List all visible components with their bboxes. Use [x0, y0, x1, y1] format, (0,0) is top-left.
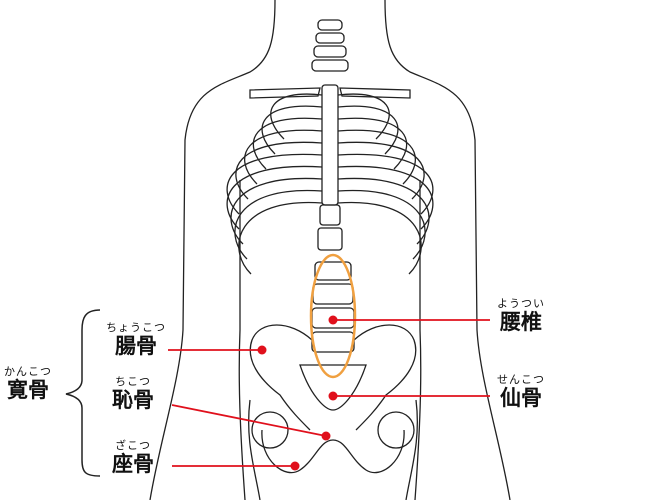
- rib: [234, 189, 323, 260]
- rib: [337, 177, 430, 245]
- label-text: 腸骨: [115, 334, 157, 358]
- label-text: 寛骨: [7, 378, 49, 402]
- label-text: 仙骨: [500, 386, 542, 410]
- rib: [337, 153, 434, 215]
- cervical-spine: [311, 19, 349, 72]
- lumbar-spine: [311, 204, 355, 353]
- label-pubis: ちこつ 恥骨: [112, 375, 154, 413]
- label-ischium: ざこつ 座骨: [112, 439, 154, 477]
- label-sacrum: せんこつ 仙骨: [497, 373, 545, 411]
- rib: [337, 189, 426, 260]
- lumbar-highlight: [309, 253, 357, 379]
- rib: [337, 141, 425, 200]
- label-text: 座骨: [112, 452, 154, 476]
- rib: [252, 117, 323, 170]
- ruby: かんこつ: [4, 365, 52, 378]
- rib: [270, 93, 323, 140]
- pubis-pointer-line: [171, 404, 327, 437]
- rib: [337, 93, 390, 140]
- clavicles: [249, 87, 411, 99]
- label-text: 腰椎: [500, 310, 542, 334]
- ilium-dot: [257, 345, 267, 355]
- ruby: ようつい: [497, 297, 545, 310]
- lumbar-dot: [328, 315, 338, 325]
- ruby: ざこつ: [115, 439, 151, 452]
- pubis-dot: [321, 431, 331, 441]
- label-text: 恥骨: [112, 388, 154, 412]
- thoracic-spine: [321, 84, 339, 206]
- label-hip-bone: かんこつ 寛骨: [4, 365, 52, 403]
- label-lumbar: ようつい 腰椎: [497, 297, 545, 335]
- rib-cage: [226, 93, 434, 275]
- rib: [226, 153, 323, 215]
- brace: [65, 309, 101, 477]
- rib: [230, 177, 323, 245]
- rib: [226, 165, 323, 230]
- rib: [337, 201, 422, 275]
- rib: [238, 201, 323, 275]
- rib: [337, 117, 408, 170]
- body-outline: [149, 0, 511, 500]
- ruby: ちょうこつ: [106, 321, 166, 334]
- ischium-dot: [290, 461, 300, 471]
- pointers: [168, 315, 490, 471]
- pelvis: [247, 324, 419, 500]
- label-ilium: ちょうこつ 腸骨: [106, 321, 166, 359]
- rib: [337, 165, 434, 230]
- ruby: せんこつ: [497, 373, 545, 386]
- sacrum-dot: [328, 391, 338, 401]
- ruby: ちこつ: [115, 375, 151, 388]
- rib: [235, 141, 323, 200]
